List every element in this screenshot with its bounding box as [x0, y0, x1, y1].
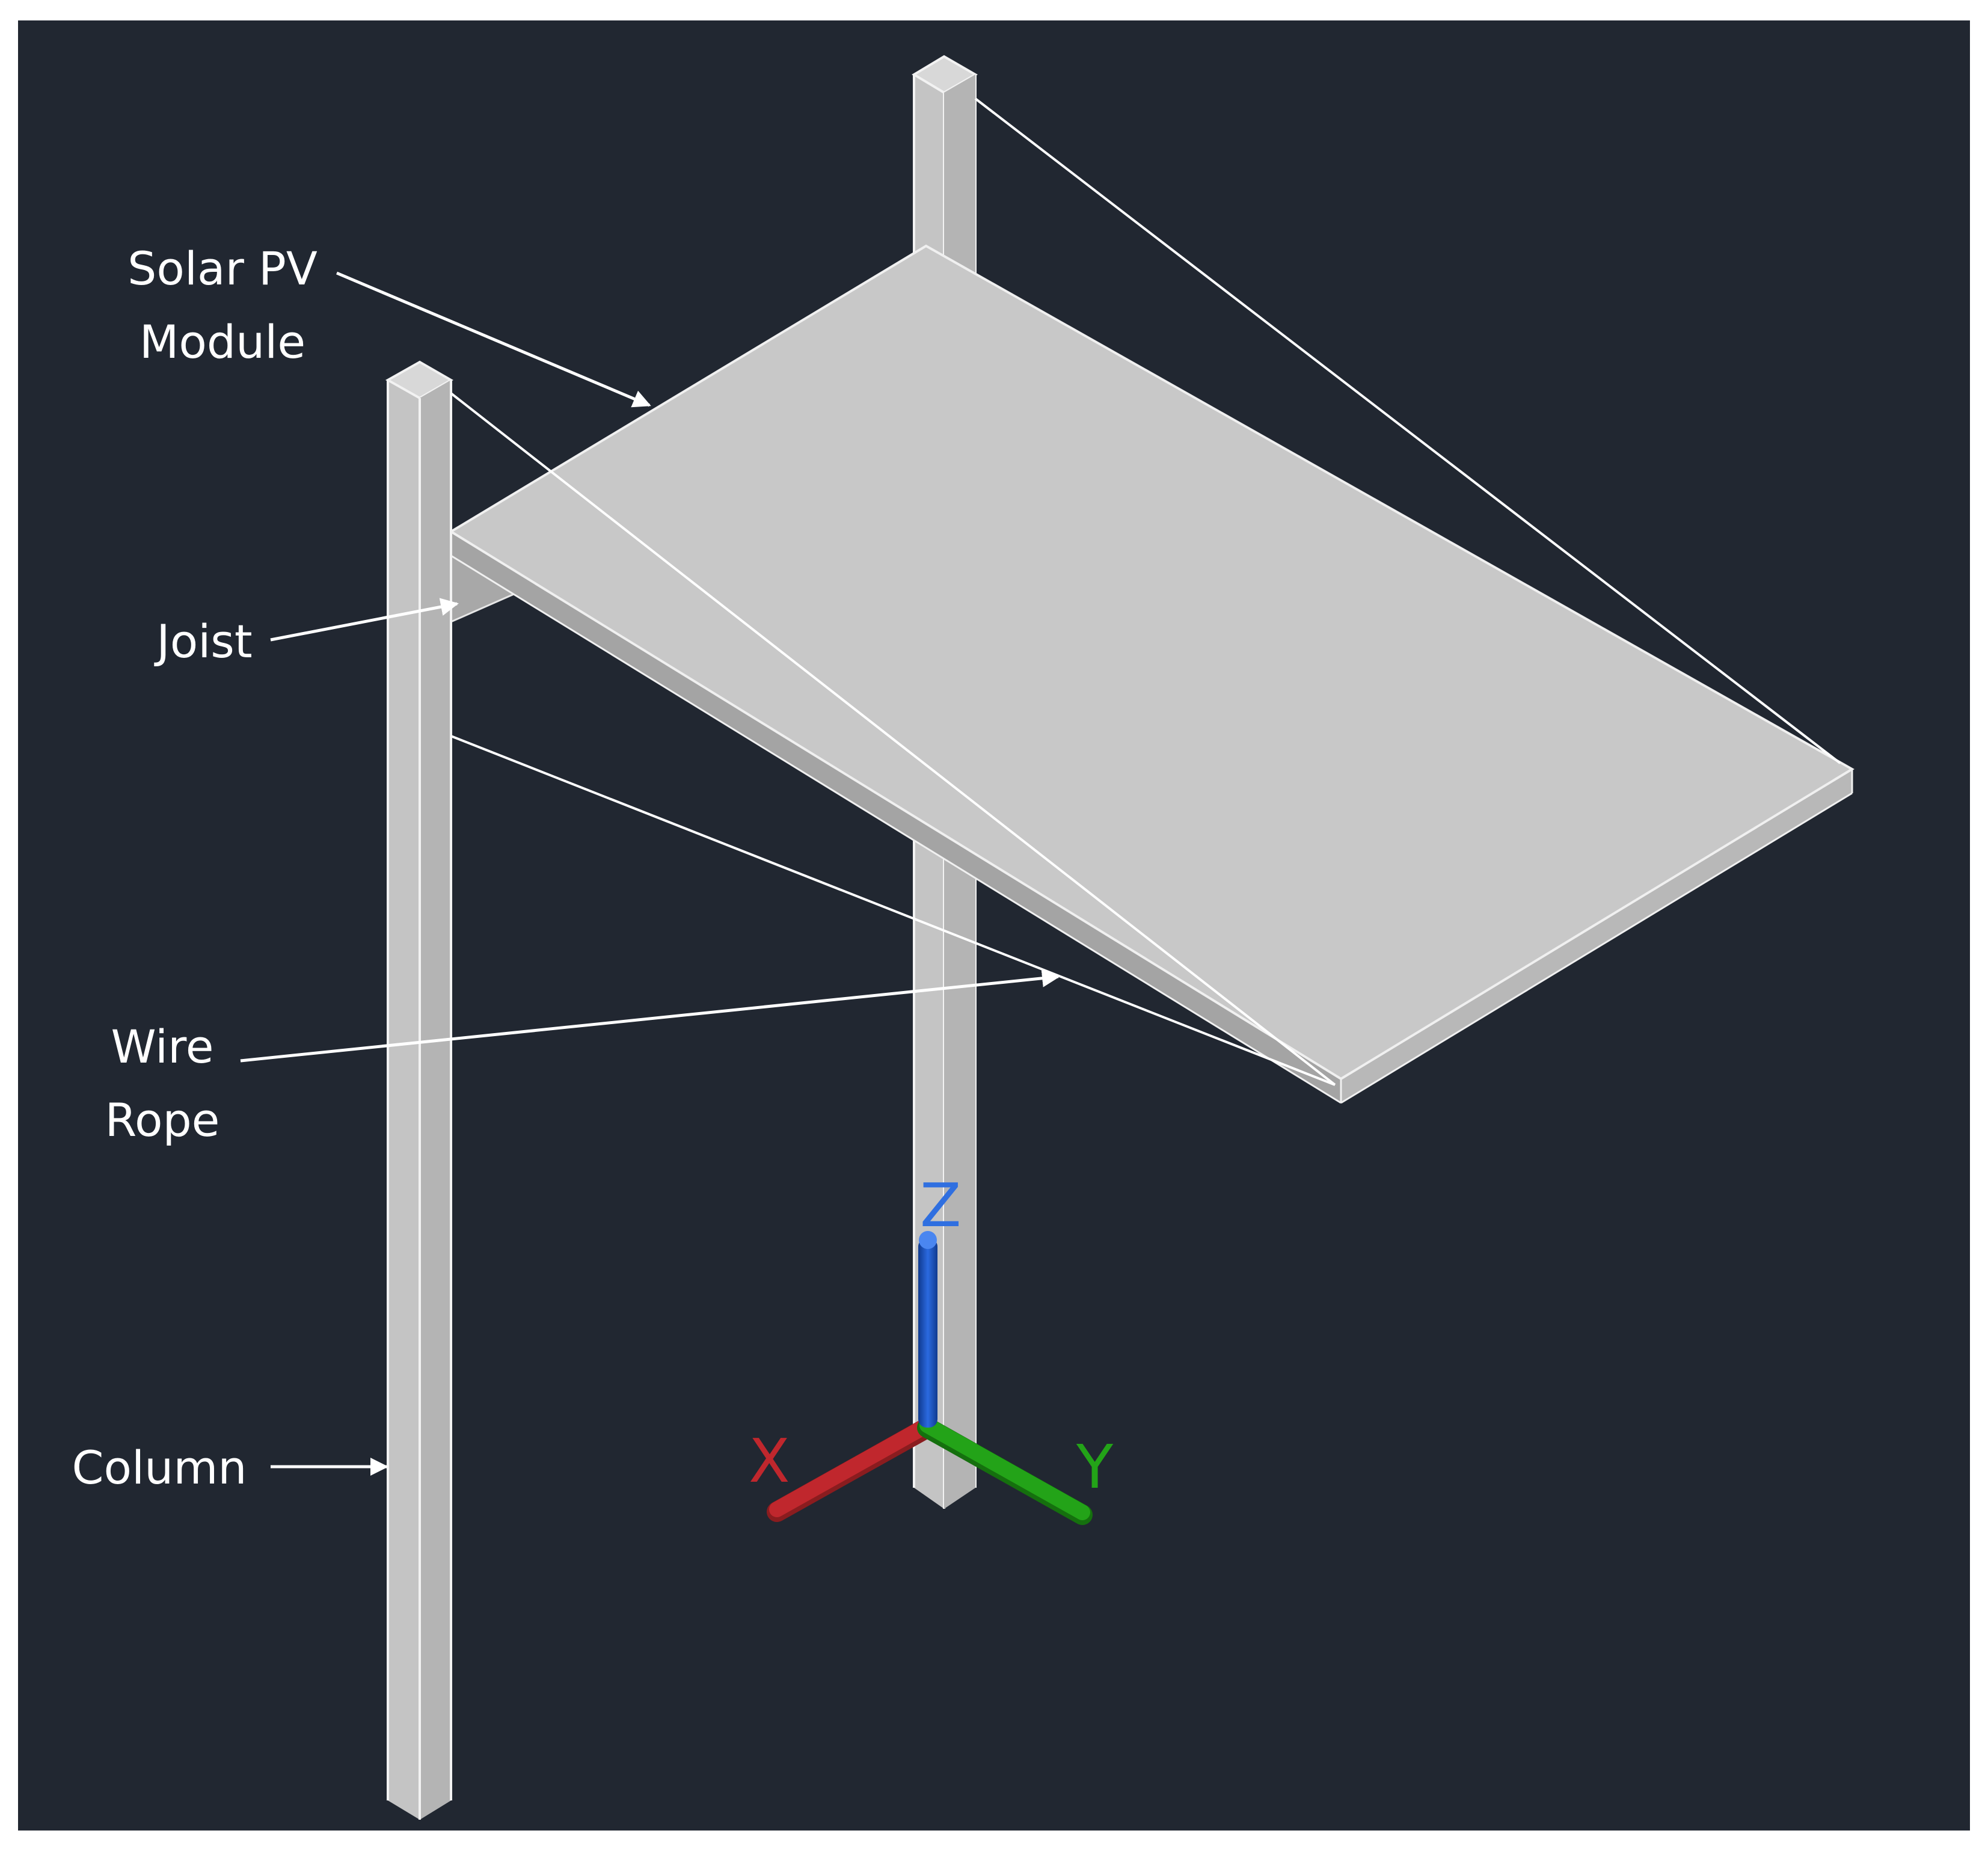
wire-rope-front-top	[450, 392, 1336, 1086]
solar-pv-module-label: Solar PV Module	[84, 232, 361, 379]
ucs-icon: X Y Z	[749, 1170, 1114, 1525]
y-axis-bar	[919, 1417, 1090, 1520]
isometric-scene: X Y Z	[240, 55, 1855, 1820]
column-label: Column	[42, 1431, 277, 1505]
front-column	[385, 360, 454, 1820]
x-axis-bar	[769, 1417, 935, 1517]
joist-label: Joist	[114, 605, 295, 678]
wire-rope-label-line2: Rope	[105, 1093, 220, 1147]
solar-pv-module-label-line1: Solar PV	[127, 242, 318, 295]
y-axis-label: Y	[1076, 1432, 1114, 1502]
wire-rope-front-bottom	[450, 735, 1336, 1086]
cad-viewport[interactable]: X Y Z Solar PV Module Joist Wire Rope Co…	[18, 20, 1970, 1831]
solar-pv-leader	[336, 271, 651, 408]
joist-leader	[270, 598, 459, 642]
column-label-text: Column	[72, 1441, 247, 1494]
wire-rope-label-line1: Wire	[111, 1020, 214, 1073]
x-axis-label: X	[749, 1426, 790, 1496]
wire-rope-leader	[240, 969, 1060, 1063]
wire-rope-back	[974, 97, 1841, 764]
leader-arrows	[240, 271, 1060, 1476]
solar-pv-module-label-line2: Module	[139, 315, 306, 369]
wire-rope-label: Wire Rope	[66, 1010, 259, 1157]
wire-ropes	[450, 97, 1841, 1086]
z-axis-label: Z	[920, 1170, 962, 1241]
solar-pv-module	[449, 244, 1855, 1104]
z-axis-bar	[918, 1238, 937, 1428]
joist-label-text: Joist	[156, 615, 253, 668]
